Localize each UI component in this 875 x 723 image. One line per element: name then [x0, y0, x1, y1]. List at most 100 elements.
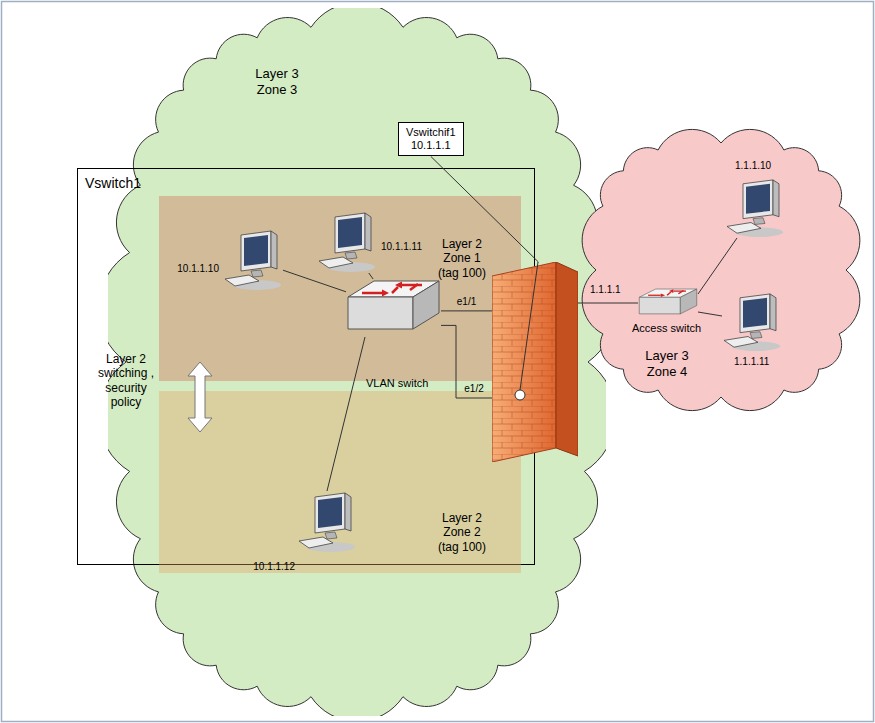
pc-icon-art [223, 229, 283, 291]
text-holder: Layer 2 Zone 1 (tag 100) [433, 237, 491, 280]
firewall-part [492, 262, 556, 462]
layer3-zone-cloud: Layer 3 Zone 4 Access switch 1.1.1.10 1.1.1… [578, 125, 864, 415]
node-text: Layer 2 Zone 1 (tag 100) [433, 237, 491, 280]
text-holder: Layer 3 Zone 4 [636, 348, 698, 379]
text-holder: e1/1 [457, 296, 476, 308]
text-holder: Layer 2 switching , security policy [94, 352, 158, 410]
cloud-shape [582, 129, 860, 410]
link-line [441, 325, 492, 398]
layer2-zone-band: Layer 2 Zone 2 (tag 100)10.1.1.12 [159, 391, 521, 573]
pc-icon-part [299, 537, 333, 548]
pc-icon: 10.1.1.12 [297, 491, 357, 553]
pc-icon: 10.1.1.10 [223, 229, 283, 291]
pc-icon-part [319, 257, 353, 268]
pc-icon-part [743, 180, 773, 219]
vlan-switch-part [362, 292, 382, 295]
node-text: 10.1.1.12 [245, 561, 295, 573]
pc-icon-part [244, 235, 268, 266]
pc-icon-part [724, 337, 758, 348]
pc-icon-art [297, 491, 357, 553]
text-holder: 10.1.1.11 [381, 241, 431, 253]
pc-icon-part [315, 493, 345, 533]
vlan-switch: VLAN switch [346, 279, 441, 337]
link-line [578, 303, 638, 304]
access-switch-art [638, 288, 698, 318]
firewall: 1.1.1.1 [492, 262, 578, 462]
pc-icon-part [271, 231, 277, 269]
link-line [369, 273, 373, 279]
side-note: Layer 2 switching , security policy [94, 352, 158, 410]
port-label: e1/2 [464, 383, 483, 395]
node-text: Vswitchif1 [406, 126, 456, 139]
access-switch-part [680, 289, 696, 314]
pc-icon-part [773, 180, 779, 217]
cloud-outline [578, 125, 864, 415]
link-line [431, 156, 539, 262]
firewall-art [492, 262, 578, 462]
access-switch-part [639, 297, 680, 314]
vlan-switch-art [346, 279, 441, 337]
pc-icon-part [770, 294, 776, 331]
node-text: Layer 3 Zone 3 [246, 66, 308, 97]
pc-icon-part [743, 298, 767, 328]
node-text: Vswitch1 [85, 175, 175, 192]
pc-icon: 10.1.1.11 [317, 211, 377, 273]
node-text: 10.1.1.1 [406, 139, 456, 152]
access-switch: Access switch [638, 288, 698, 318]
text-holder: VLAN switch [366, 377, 446, 390]
pc-icon-part [335, 213, 365, 253]
text-holder: Vswitch1 [85, 175, 175, 192]
port-label: e1/1 [457, 296, 476, 308]
pc-icon-part [740, 294, 770, 333]
vlan-switch-part [410, 284, 418, 290]
text-holder: 10.1.1.12 [245, 561, 295, 573]
pc-icon-art [722, 292, 782, 352]
node-text: VLAN switch [366, 377, 446, 390]
pc-icon-part [338, 217, 362, 248]
cloud-shape [108, 8, 606, 716]
node-text: 10.1.1.11 [381, 241, 431, 253]
node-text: 1.1.1.1 [590, 284, 640, 296]
link-line [441, 310, 492, 311]
firewall-part [520, 262, 538, 390]
access-switch-part [673, 290, 686, 291]
text-holder: 1.1.1.11 [734, 356, 784, 368]
firewall-part [556, 262, 578, 456]
node-text: Layer 3 Zone 4 [636, 348, 698, 379]
pc-icon-part [241, 231, 271, 271]
pc-icon-art [725, 178, 785, 238]
access-switch-part [678, 291, 683, 294]
node-text: 10.1.1.10 [169, 263, 219, 275]
pc-icon-part [727, 223, 761, 234]
text-holder: 1.1.1.1 [590, 284, 640, 296]
pc-icon-part [225, 275, 259, 286]
pc-icon-part [345, 252, 357, 259]
firewall-part [515, 390, 525, 400]
link-line [327, 337, 365, 491]
vlan-switch-part [402, 284, 422, 287]
pc-icon-part [365, 213, 371, 251]
text-holder: 1.1.1.10 [735, 160, 785, 172]
pc-icon-art [317, 211, 377, 273]
pc-icon-part [325, 532, 337, 539]
link-line [698, 312, 722, 316]
pc-icon-part [750, 332, 762, 339]
text-holder: Layer 3 Zone 3 [246, 66, 308, 97]
pc-icon-part [746, 184, 770, 214]
link-line [698, 238, 737, 294]
double-arrow [188, 362, 212, 432]
access-switch-part [648, 295, 661, 296]
vlan-switch-part [413, 281, 439, 329]
pc-icon-part [753, 218, 765, 225]
pc-icon-part [251, 270, 263, 277]
layer2-zone-band: Layer 2 Zone 1 (tag 100) 10.1.1.10 10.1.1.… [159, 196, 521, 381]
interface-box: Vswitchif110.1.1.1 [398, 122, 464, 156]
text-holder: 10.1.1.10 [169, 263, 219, 275]
node-text: 1.1.1.11 [734, 356, 784, 368]
pc-icon: 1.1.1.11 [722, 292, 782, 352]
vlan-switch-part [348, 297, 413, 329]
access-switch-part [661, 293, 665, 297]
node-text: 1.1.1.10 [735, 160, 785, 172]
